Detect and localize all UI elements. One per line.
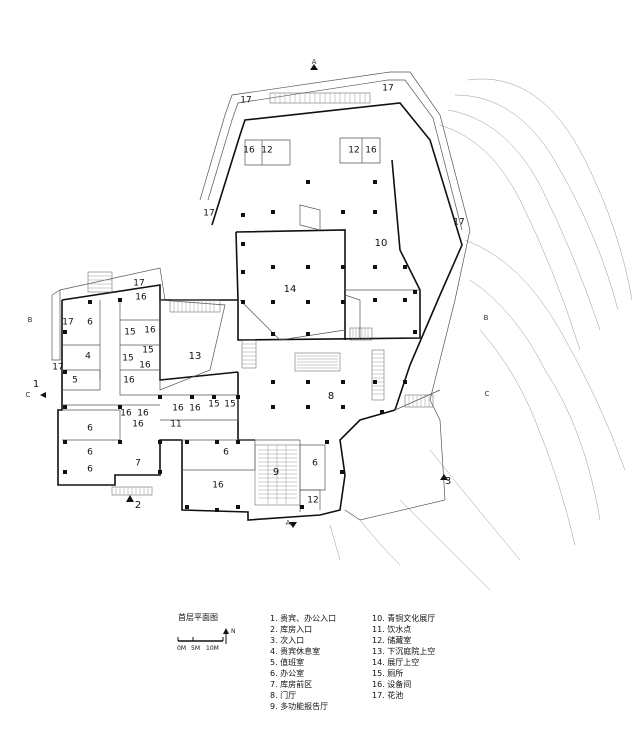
room-label-office-b: 6: [87, 424, 93, 434]
legend-item: 14. 展厅上空: [372, 657, 419, 667]
legend-item: 6. 办公室: [270, 668, 304, 678]
room-label-equipment-top-right: 16: [365, 146, 377, 156]
room-label-toilet-1: 15: [124, 328, 135, 338]
room-label-toilet-2: 15: [142, 346, 153, 356]
room-label-entrance-1: 1: [33, 379, 39, 390]
site-contour-lines: [329, 78, 633, 591]
legend-item: 1. 贵宾、办公入口: [270, 613, 336, 623]
room-label-planter-top-left: 17: [240, 96, 251, 106]
outer-site-edge: [51, 71, 471, 521]
room-label-storage-front: 7: [135, 459, 141, 469]
legend-item: 2. 库房入口: [270, 624, 312, 634]
legend-item: 3. 次入口: [270, 635, 304, 645]
room-label-planter-top-right: 17: [382, 84, 393, 94]
room-label-office-a: 6: [87, 318, 93, 328]
legend-item: 9. 多功能报告厅: [270, 701, 328, 711]
section-arrow-bottom: [289, 522, 297, 528]
room-label-equipment-2: 16: [144, 326, 156, 336]
room-label-storage-small: 12: [307, 496, 318, 506]
section-marker-labels: A A B B C C: [26, 58, 490, 527]
room-label-toilet-5: 15: [224, 400, 235, 410]
room-label-equipment-10: 16: [212, 481, 224, 491]
room-label-office-c: 6: [87, 448, 93, 458]
north-label: N: [231, 628, 236, 635]
legend-item: 13. 下沉庭院上空: [372, 646, 435, 656]
legend-item: 4. 贵宾休息室: [270, 646, 320, 656]
room-labels: 1 2 3 6 4 5 6 6 6 7 17 17 17 16 16 15 15…: [33, 84, 465, 512]
legend-item: 16. 设备间: [372, 679, 411, 689]
room-label-equipment-9: 16: [189, 404, 201, 414]
section-label-c-left: C: [26, 391, 31, 399]
section-label-c-right: C: [485, 390, 490, 398]
room-label-equipment-4: 16: [123, 376, 135, 386]
room-label-equipment-6: 16: [137, 409, 149, 419]
room-label-vip-lounge: 4: [85, 352, 91, 362]
section-label-b-right: B: [484, 314, 489, 322]
room-label-equipment-5: 16: [120, 409, 132, 419]
legend-item: 10. 青铜文化展厅: [372, 613, 435, 623]
room-label-office-e: 6: [223, 448, 229, 458]
room-label-entrance-2: 2: [135, 500, 141, 511]
stairs: [87, 92, 434, 496]
legend-item: 8. 门厅: [270, 690, 296, 700]
room-label-lobby: 8: [328, 391, 334, 402]
scale-label-10: 10M: [206, 645, 219, 652]
room-label-equipment-7: 16: [132, 420, 144, 430]
room-label-bronze-gallery: 10: [375, 238, 388, 249]
room-label-equipment-top-left: 16: [243, 146, 255, 156]
room-label-sunken-courtyard: 13: [189, 351, 202, 362]
room-label-hall-void: 14: [284, 284, 297, 295]
legend-item: 12. 储藏室: [372, 635, 411, 645]
structural-columns: [63, 180, 417, 512]
room-label-storage-top-right: 12: [348, 146, 359, 156]
room-label-water-point: 11: [170, 420, 181, 430]
room-label-office-d: 6: [87, 465, 93, 475]
room-label-equipment-8: 16: [172, 404, 184, 414]
room-label-planter-left-c: 17: [133, 279, 144, 289]
entrance-markers: [40, 64, 448, 528]
auditorium-seating: [254, 444, 301, 506]
room-label-toilet-3: 15: [122, 354, 133, 364]
room-label-planter-left-a: 17: [62, 318, 73, 328]
room-label-office-f: 6: [312, 459, 318, 469]
room-label-duty-room: 5: [72, 376, 78, 386]
room-label-entrance-3: 3: [445, 476, 451, 487]
room-label-planter-left-b: 17: [52, 363, 63, 373]
room-label-toilet-4: 15: [208, 400, 219, 410]
section-label-b-left: B: [28, 316, 33, 324]
room-label-storage-top-left: 12: [261, 146, 272, 156]
legend-item: 17. 花池: [372, 690, 403, 700]
north-arrow-icon: [223, 628, 229, 644]
legend-item: 15. 厕所: [372, 668, 403, 678]
room-label-planter-right-side: 17: [453, 218, 464, 228]
legend-item: 7. 库房前区: [270, 679, 312, 689]
plan-title-block: 首层平面图 0M 5M 10M N: [177, 612, 236, 652]
legend-item: 5. 值班室: [270, 657, 304, 667]
legend-left-column: 1. 贵宾、办公入口 2. 库房入口 3. 次入口 4. 贵宾休息室 5. 值班…: [270, 613, 336, 711]
room-label-auditorium: 9: [273, 467, 279, 478]
room-label-planter-left-side: 17: [203, 209, 214, 219]
legend-right-column: 10. 青铜文化展厅 11. 饮水点 12. 储藏室 13. 下沉庭院上空 14…: [372, 613, 435, 700]
section-label-a-top: A: [312, 58, 317, 66]
main-building-walls: [57, 102, 463, 521]
room-label-equipment-3: 16: [139, 361, 151, 371]
section-label-a-bottom: A: [286, 519, 291, 527]
plan-title: 首层平面图: [178, 612, 218, 622]
scale-label-0: 0M: [177, 645, 186, 652]
legend-item: 11. 饮水点: [372, 624, 411, 634]
section-arrow-top: [310, 64, 318, 70]
scale-label-5: 5M: [191, 645, 200, 652]
room-label-equipment-1: 16: [135, 293, 147, 303]
